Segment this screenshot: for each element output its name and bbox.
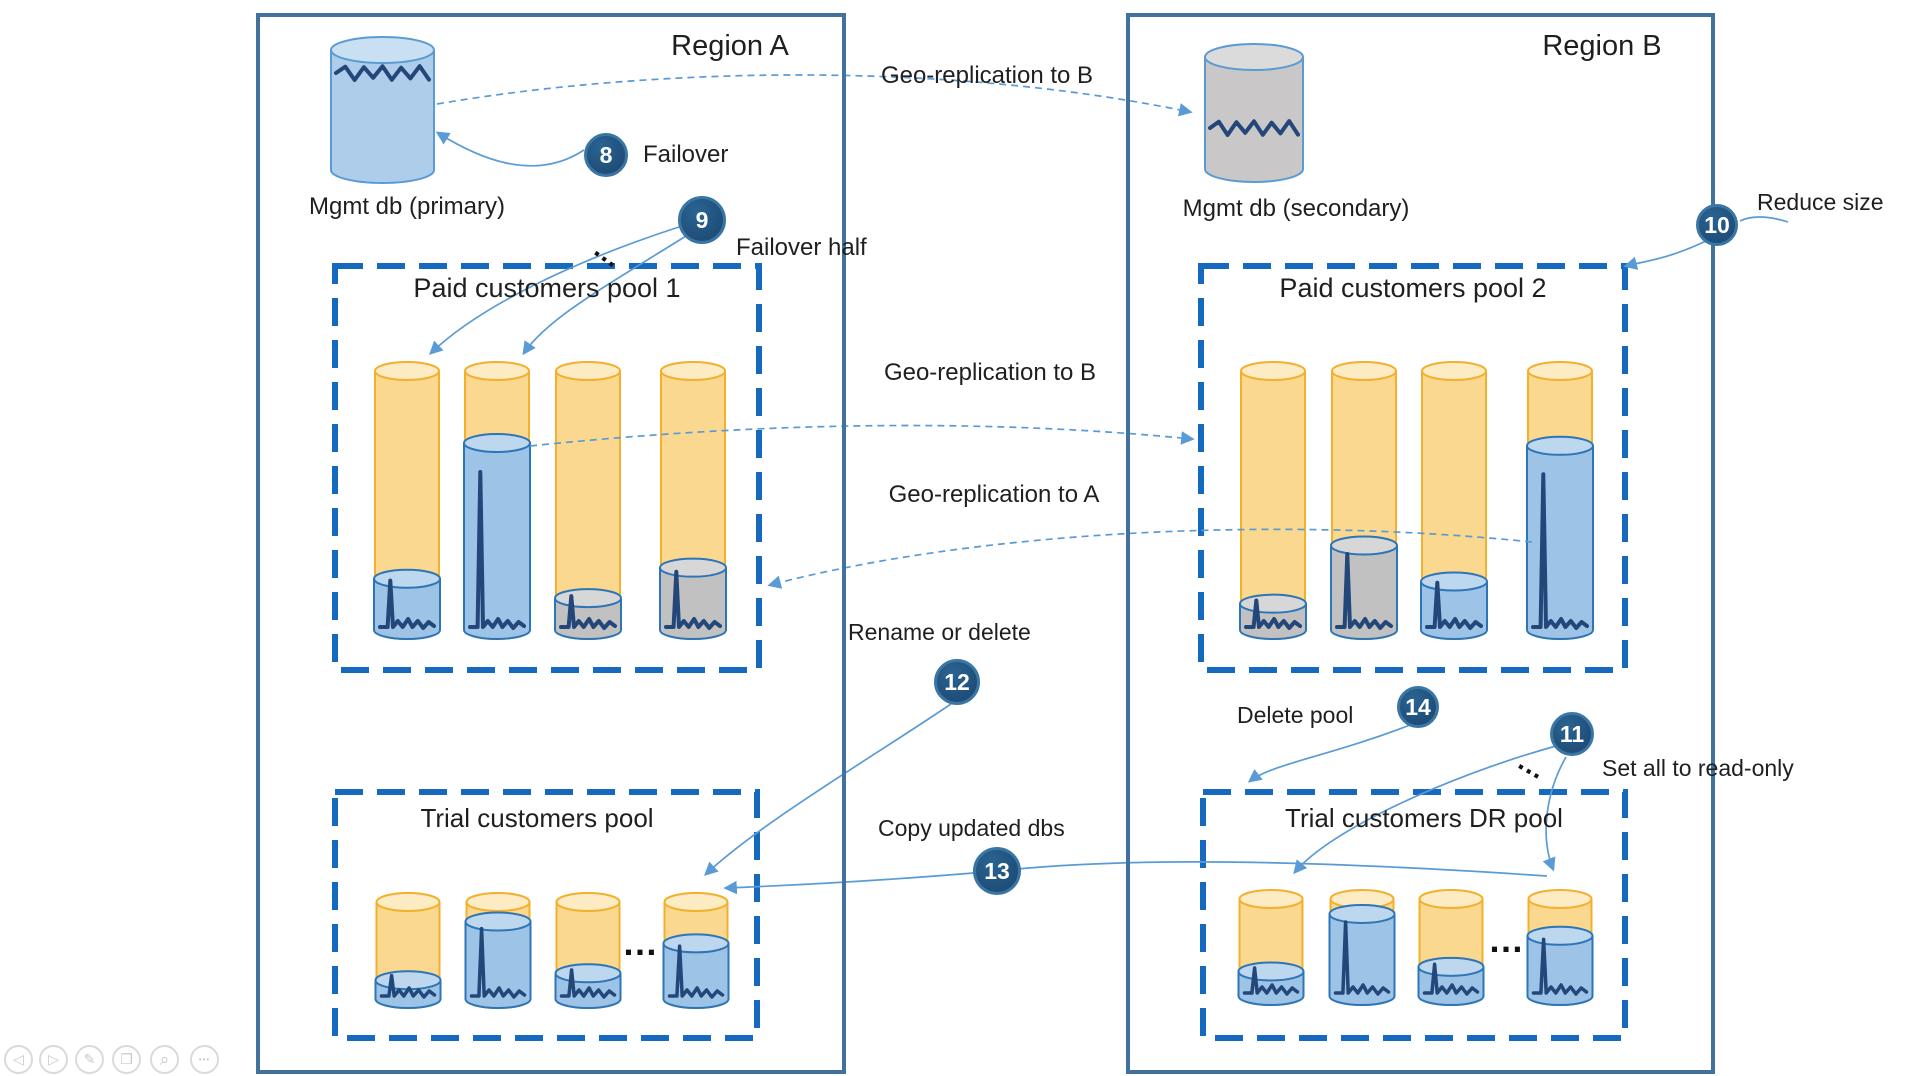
geo-replication-to-a-label: Geo-replication to A: [888, 481, 1100, 508]
more-dbs-dots-trial-a: …: [622, 922, 659, 963]
copy-updated-dbs-label: Copy updated dbs: [878, 815, 1065, 841]
failover-label: Failover: [643, 141, 729, 168]
ellipsis-icon: •••: [198, 1055, 211, 1064]
region-a-box: [256, 13, 846, 1074]
see-all-slides-button[interactable]: ❐: [112, 1045, 141, 1074]
step-10-circle: 10: [1696, 204, 1738, 246]
db-cylinder-trial_dr-3: [1417, 889, 1485, 1006]
zoom-slide-button[interactable]: ⌕: [150, 1045, 179, 1074]
db-cylinder-trial_a-1: [374, 892, 442, 1009]
pool-border-trial_a: [332, 789, 760, 1041]
region-b-box: [1126, 13, 1715, 1074]
db-cylinder-paid1-1: [373, 361, 441, 640]
region-b-title: Region B: [1542, 30, 1662, 62]
step-12-circle: 12: [934, 659, 980, 705]
failover-half-label: Failover half: [736, 234, 867, 261]
db-cylinder-paid2-2: [1330, 361, 1398, 640]
failover-half-arrow-db2: [522, 235, 687, 356]
next-icon: ▷: [48, 1051, 59, 1067]
mgmt-db-primary-label: Mgmt db (primary): [308, 193, 506, 220]
db-cylinder-paid2-1: [1239, 361, 1307, 640]
see-all-slides-icon: ❐: [120, 1051, 133, 1067]
step-14-circle: 14: [1397, 686, 1439, 728]
reduce-size-label: Reduce size: [1757, 189, 1884, 215]
geo-replication-to-b-top-arrow: [436, 74, 1193, 117]
db-cylinder-trial_a-2: [464, 892, 532, 1009]
pen-tools-button[interactable]: ✎: [75, 1045, 104, 1074]
mgmt-db-primary-cylinder: [330, 36, 435, 184]
pen-icon: ✎: [83, 1051, 96, 1067]
more-dbs-dots-trial-dr: …: [1488, 919, 1525, 960]
step-13-circle: 13: [973, 847, 1021, 895]
mgmt-db-secondary-label: Mgmt db (secondary): [1182, 195, 1410, 222]
next-slide-button[interactable]: ▷: [39, 1045, 68, 1074]
db-cylinder-paid1-3: [554, 361, 622, 640]
geo-replication-to-a-arrow: [767, 528, 1533, 589]
more-options-button[interactable]: •••: [190, 1045, 219, 1074]
db-cylinder-trial_dr-2: [1328, 889, 1396, 1006]
pool-trial-dr-title: Trial customers DR pool: [1285, 803, 1563, 833]
copy-updated-dbs-arrow: [723, 861, 1548, 895]
step-9-circle: 9: [678, 196, 726, 244]
failover-half-arrow-db1: [429, 225, 683, 355]
region-a-title: Region A: [671, 30, 789, 62]
rename-or-delete-arrow: [704, 703, 952, 876]
delete-pool-label: Delete pool: [1237, 702, 1354, 728]
previous-icon: ◁: [13, 1051, 24, 1067]
pool-border-paid1: [332, 263, 762, 673]
read-only-arrow-db1: [1293, 745, 1557, 875]
reduce-size-connector: [1739, 216, 1789, 223]
db-cylinder-trial_dr-4: [1526, 889, 1594, 1006]
previous-slide-button[interactable]: ◁: [4, 1045, 33, 1074]
db-cylinder-trial_a-3: [554, 892, 622, 1009]
db-cylinder-paid2-3: [1420, 361, 1488, 640]
db-cylinder-trial_a-4: [662, 892, 730, 1009]
pool-paid2-title: Paid customers pool 2: [1279, 273, 1547, 303]
db-cylinder-trial_dr-1: [1237, 889, 1305, 1006]
step-11-circle: 11: [1550, 712, 1594, 756]
geo-replication-to-b-top-label: Geo-replication to B: [880, 62, 1094, 89]
db-cylinder-paid1-2: [463, 361, 531, 640]
step-8-circle: 8: [584, 133, 628, 177]
read-only-arrow-db4: [1542, 756, 1567, 872]
rename-or-delete-label: Rename or delete: [848, 619, 1031, 645]
pool-paid1-title: Paid customers pool 1: [413, 273, 681, 303]
db-cylinder-paid1-4: [659, 361, 727, 640]
geo-replication-to-b-mid-arrow: [529, 424, 1195, 447]
db-cylinder-paid2-4: [1526, 361, 1594, 640]
delete-pool-arrow: [1247, 724, 1411, 783]
reduce-size-arrow: [1623, 240, 1707, 270]
failover-arrow: [435, 131, 585, 167]
geo-replication-to-b-mid-label: Geo-replication to B: [883, 359, 1097, 386]
set-all-read-only-label: Set all to read-only: [1602, 755, 1794, 781]
mgmt-db-secondary-cylinder: [1204, 43, 1304, 183]
magnifier-icon: ⌕: [159, 1049, 170, 1069]
pool-border-paid2: [1198, 263, 1628, 673]
pool-border-trial_dr: [1200, 789, 1628, 1041]
pool-trial-a-title: Trial customers pool: [420, 803, 654, 833]
